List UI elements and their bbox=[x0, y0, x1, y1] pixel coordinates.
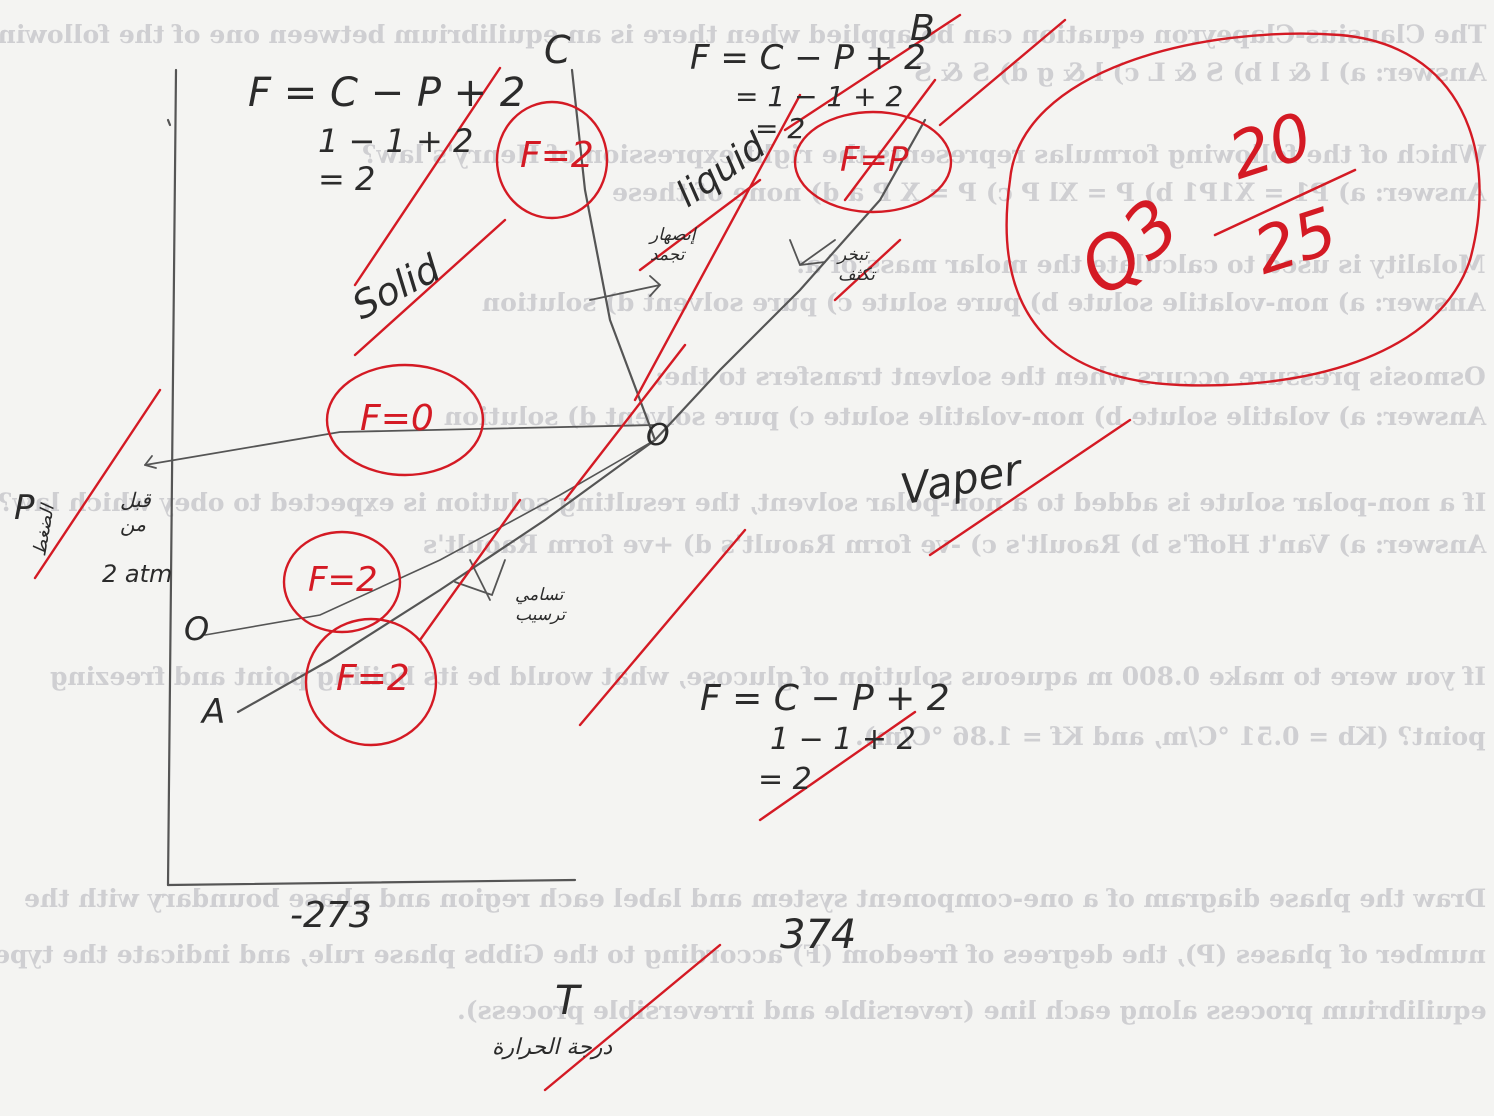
note-vaporization: تبخر تكثف bbox=[838, 245, 875, 285]
grade-f2-2: F=2 bbox=[308, 560, 378, 600]
grade-circle bbox=[793, 110, 953, 214]
result-bottom: = 2 bbox=[758, 762, 812, 797]
arrow-vaporization bbox=[789, 239, 836, 266]
line-metastable bbox=[204, 439, 656, 636]
line-ob bbox=[653, 118, 927, 442]
label-p: P bbox=[14, 488, 35, 528]
check-slash bbox=[758, 710, 917, 822]
check-slash bbox=[783, 13, 962, 132]
grade-circle bbox=[325, 363, 485, 477]
tick-neg273: -273 bbox=[290, 895, 372, 936]
grade-f2-3: F=2 bbox=[336, 658, 410, 699]
pressure-axis bbox=[166, 68, 178, 887]
result-top: = 2 bbox=[755, 112, 806, 145]
calc-top: = 1 − 1 + 2 bbox=[735, 80, 904, 113]
arrow-fusion bbox=[589, 275, 662, 301]
grade-circle bbox=[282, 530, 402, 634]
grade-fp-1: F=P bbox=[840, 140, 909, 180]
formula-bottom: F = C − P + 2 bbox=[700, 678, 950, 719]
check-slash bbox=[418, 498, 522, 642]
note-sublimation: تسامي ترسيب bbox=[515, 585, 566, 625]
check-slash bbox=[353, 66, 502, 287]
label-t: T bbox=[555, 978, 580, 1024]
calc-top-left: 1 − 1 + 2 bbox=[318, 122, 474, 160]
formula-top: F = C − P + 2 bbox=[690, 38, 926, 78]
point-o-label: O bbox=[184, 610, 210, 648]
score-circle bbox=[1005, 32, 1481, 387]
tick-374: 374 bbox=[780, 912, 857, 958]
grade-circle bbox=[304, 617, 438, 747]
note-fusion: إنصهار تجمد bbox=[650, 225, 696, 265]
check-slash bbox=[928, 418, 1132, 557]
arrow-head-2atm bbox=[144, 455, 157, 469]
check-slash bbox=[543, 943, 722, 1092]
formula-top-left: F = C − P + 2 bbox=[248, 70, 526, 116]
check-slash bbox=[353, 218, 507, 357]
line-2atm bbox=[144, 424, 656, 466]
point-b-label: B bbox=[910, 8, 935, 49]
check-slash bbox=[638, 178, 762, 272]
temperature-axis bbox=[166, 878, 577, 887]
triple-point-label: O bbox=[646, 418, 670, 453]
check-slash bbox=[938, 18, 1067, 127]
line-oc bbox=[570, 68, 657, 442]
check-slash bbox=[833, 238, 902, 302]
calc-bottom: 1 − 1 + 2 bbox=[770, 722, 916, 757]
check-slash bbox=[633, 93, 802, 402]
point-c-label: C bbox=[544, 28, 571, 72]
check-slash bbox=[33, 388, 162, 580]
tick-mark bbox=[166, 118, 172, 127]
grade-fp-2: F=0 bbox=[360, 398, 434, 439]
grade-f2-1: F=2 bbox=[520, 135, 594, 176]
check-slash bbox=[563, 343, 687, 502]
grade-circle bbox=[495, 100, 609, 220]
label-2atm: 2 atm bbox=[102, 560, 173, 588]
label-pressure-note: قبل من bbox=[120, 488, 151, 536]
line-oa bbox=[236, 438, 657, 714]
check-slash bbox=[578, 528, 747, 727]
point-a-label: A bbox=[202, 692, 226, 732]
result-top-left: = 2 bbox=[318, 160, 376, 198]
check-slash bbox=[843, 78, 937, 202]
label-temp-arabic: درجة الحرارة bbox=[492, 1035, 613, 1060]
